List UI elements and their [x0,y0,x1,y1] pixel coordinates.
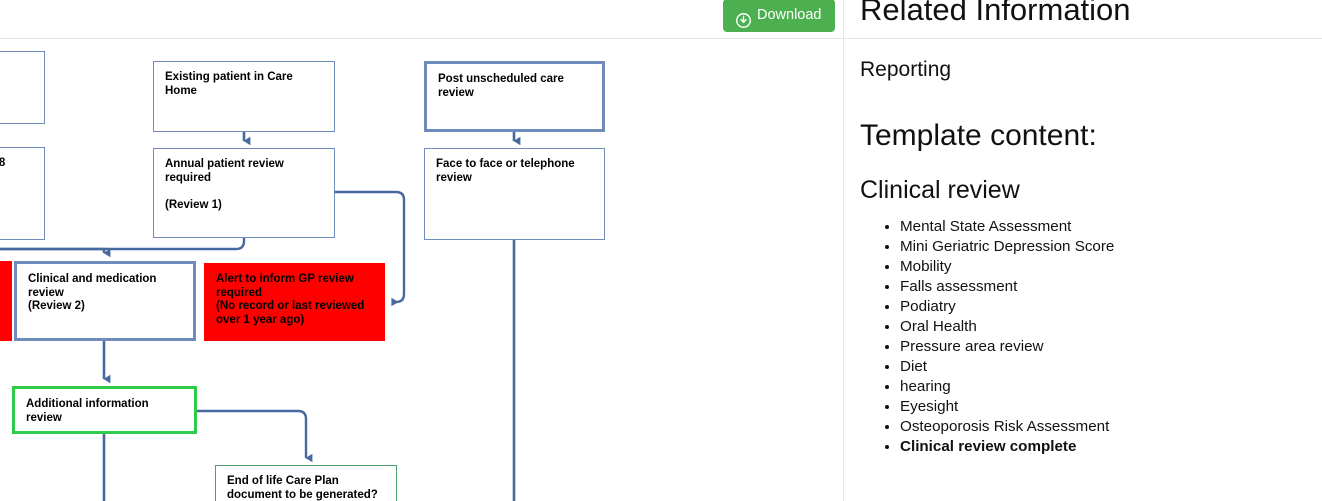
diagram-pane: Download [0,0,843,501]
download-circle-icon [736,8,751,28]
list-item: Eyesight [900,397,1114,417]
reporting-label: Reporting [860,58,952,81]
flow-node-partial-mid-left[interactable]: hin 28 [0,147,45,240]
flow-node-alert-gp-review[interactable]: Alert to inform GP review required (No r… [204,263,385,341]
flow-node-face-to-face[interactable]: Face to face or telephone review [424,148,605,240]
flow-node-post-unscheduled[interactable]: Post unscheduled care review [424,61,605,132]
list-item: Mental State Assessment [900,217,1114,237]
flow-node-clinical-medication[interactable]: Clinical and medication review (Review 2… [14,261,196,341]
list-item: Clinical review complete [900,437,1114,457]
list-item: Podiatry [900,297,1114,317]
list-item: hearing [900,377,1114,397]
list-item: Oral Health [900,317,1114,337]
flow-node-annual-review[interactable]: Annual patient review required (Review 1… [153,148,335,238]
download-button[interactable]: Download [723,0,835,32]
flow-node-additional-info[interactable]: Additional information review [12,386,197,434]
download-button-label: Download [757,7,822,23]
list-item: Mobility [900,257,1114,277]
list-item: Mini Geriatric Depression Score [900,237,1114,257]
page-title: Related Information [860,0,1131,27]
clinical-review-heading: Clinical review [860,176,1020,204]
list-item: Diet [900,357,1114,377]
list-item: Osteoporosis Risk Assessment [900,417,1114,437]
diagram-toolbar: Download [0,0,843,39]
template-content-heading: Template content: [860,119,1097,152]
flow-node-end-of-life[interactable]: End of life Care Plan document to be gen… [215,465,397,501]
clinical-review-list: Mental State AssessmentMini Geriatric De… [860,217,1114,457]
list-item: Pressure area review [900,337,1114,357]
related-information-header: Related Information [844,0,1322,39]
flow-node-partial-red-left[interactable] [0,261,12,341]
list-item: Falls assessment [900,277,1114,297]
flow-node-partial-top-left[interactable]: e [0,51,45,124]
flow-node-existing-patient[interactable]: Existing patient in Care Home [153,61,335,132]
related-information-pane: Related Information Reporting Template c… [843,0,1322,501]
flowchart-canvas[interactable]: e hin 28 Existing patient in Care Home A… [0,39,843,501]
